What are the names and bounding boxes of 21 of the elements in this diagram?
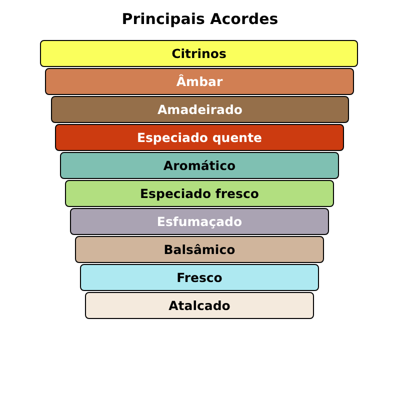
- funnel-layer-bar: [70, 208, 329, 235]
- funnel-layer-bar: [75, 236, 324, 263]
- layer-label: Balsâmico: [164, 242, 236, 257]
- funnel-layer-bar: [85, 292, 314, 319]
- funnel-layer-bar: [65, 180, 334, 207]
- layer-label: Atalcado: [168, 298, 230, 313]
- layer-label: Especiado fresco: [140, 186, 259, 201]
- funnel-layer-bar: [80, 264, 319, 291]
- funnel-layer-bar: [45, 68, 354, 95]
- layer-label: Aromático: [163, 158, 236, 173]
- layer-label: Esfumaçado: [156, 214, 242, 229]
- layer-label: Amadeirado: [158, 102, 242, 117]
- layer-label: Fresco: [176, 270, 222, 285]
- layer-label: Citrinos: [172, 46, 226, 61]
- funnel-layer-bar: [55, 124, 344, 151]
- diagram-title: Principais Acordes: [120, 10, 280, 28]
- funnel-layer-bar: [40, 40, 358, 67]
- funnel-layer-bar: [60, 152, 339, 179]
- funnel-layer-bar: [51, 96, 349, 123]
- layer-label: Especiado quente: [136, 130, 262, 145]
- layer-label: Âmbar: [176, 74, 223, 89]
